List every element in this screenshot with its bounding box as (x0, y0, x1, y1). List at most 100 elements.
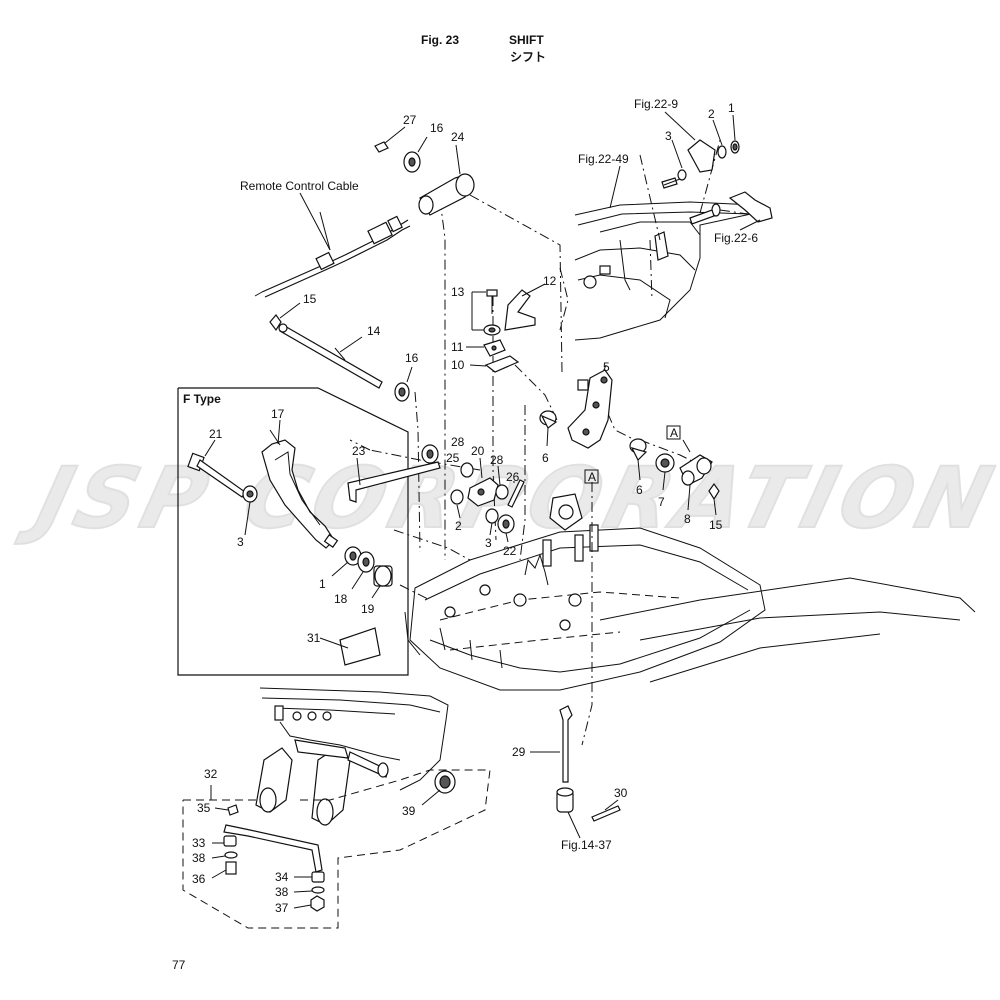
callout-15-right: 15 (709, 518, 723, 532)
callout-11: 11 (451, 340, 464, 354)
part-13-bolt (471, 289, 498, 331)
callout-6-right: 6 (636, 483, 643, 497)
part-25-collar (421, 444, 439, 464)
part-7-gear (655, 453, 675, 491)
part-15-clip-right (708, 482, 720, 516)
part-8-joint (679, 439, 713, 511)
part-12-bracket (504, 283, 546, 331)
part-37-nut (293, 895, 325, 912)
callout-2-mid: 2 (455, 519, 462, 533)
callout-7: 7 (658, 495, 665, 509)
figure-number: Fig. 23 (421, 33, 460, 47)
part-36-bolt (211, 861, 237, 879)
part-31-label (319, 627, 381, 666)
callout-36: 36 (192, 872, 206, 886)
part-link-rod (223, 824, 323, 873)
callout-10: 10 (451, 358, 465, 372)
part-6-bushing-left (539, 410, 558, 447)
callout-16-top: 16 (430, 121, 444, 135)
callout-17: 17 (271, 407, 285, 421)
figure-title-jp: シフト (510, 50, 547, 64)
callout-22: 22 (503, 544, 517, 558)
part-29-shift-rod (530, 705, 573, 783)
part-38-washer-right (293, 886, 325, 894)
callout-31: 31 (307, 631, 321, 645)
callout-14: 14 (367, 324, 381, 338)
marker-a-right-box (666, 425, 681, 440)
part-washer-13 (483, 324, 501, 336)
part-3-washer-ftype (242, 485, 258, 536)
callout-5: 5 (603, 360, 610, 374)
fig22-9-assembly (661, 111, 740, 189)
part-35-pin (214, 804, 239, 816)
callout-38-left: 38 (192, 851, 206, 865)
callout-18: 18 (334, 592, 348, 606)
f-type-frame: F Type (177, 387, 409, 676)
fig22-49-leader (609, 165, 621, 209)
callout-2-top: 2 (708, 107, 715, 121)
ref-fig22-9: Fig.22-9 (634, 97, 678, 111)
callout-3-top: 3 (665, 129, 672, 143)
fig22-6-assembly (689, 191, 773, 231)
figure-title: SHIFT (509, 33, 544, 47)
part-19-collar (371, 565, 393, 599)
callout-28-left: 28 (451, 435, 465, 449)
part-32-kit-outline (182, 769, 491, 929)
callout-39: 39 (402, 804, 416, 818)
part-14-shift-shaft (278, 323, 383, 389)
marker-a-mid: A (588, 470, 596, 484)
part-30-pin (591, 799, 621, 822)
part-28-washers (460, 462, 509, 500)
upper-cowling-frame (574, 201, 761, 341)
callout-38-right: 38 (275, 885, 289, 899)
callout-32: 32 (204, 767, 218, 781)
callout-15-upper: 15 (303, 292, 317, 306)
part-11-plate (466, 339, 506, 357)
part-3-washer-mid (485, 508, 499, 536)
part-16-washer-top (403, 136, 428, 173)
callout-28-right: 28 (490, 453, 504, 467)
callout-30: 30 (614, 786, 628, 800)
callout-12: 12 (543, 274, 557, 288)
callout-23: 23 (352, 444, 366, 458)
callout-34: 34 (275, 870, 289, 884)
assembly-leader-lines (349, 139, 756, 746)
part-26-pin (507, 479, 525, 508)
part-23-rod (347, 457, 441, 503)
ref-fig22-6: Fig.22-6 (714, 231, 758, 245)
part-17-lever (261, 419, 339, 549)
callout-27: 27 (403, 113, 417, 127)
ref-fig14-37: Fig.14-37 (561, 838, 612, 852)
part-2-washer-mid (450, 489, 464, 519)
callout-13: 13 (451, 285, 465, 299)
remote-control-cable-label: Remote Control Cable (240, 179, 359, 193)
ref-fig22-49: Fig.22-49 (578, 152, 629, 166)
callout-8: 8 (684, 512, 691, 526)
part-10-plate (469, 355, 520, 373)
part-27-pin (374, 126, 406, 153)
lower-mount-bracket (404, 493, 976, 691)
page-number: 77 (172, 958, 186, 972)
marker-a-right: A (670, 426, 678, 440)
part-5-shift-arm (567, 364, 613, 449)
callout-29: 29 (512, 745, 526, 759)
part-24-cable-joint (418, 144, 475, 216)
callout-1-ftype: 1 (319, 577, 326, 591)
callout-35: 35 (197, 801, 211, 815)
part-fitting-lower (556, 787, 581, 839)
callout-6-left: 6 (542, 451, 549, 465)
callout-20: 20 (471, 444, 485, 458)
callout-1-top: 1 (728, 101, 735, 115)
callout-37: 37 (275, 901, 289, 915)
callout-21: 21 (209, 427, 223, 441)
part-16-washer-mid (394, 366, 413, 402)
callout-3-mid: 3 (485, 536, 492, 550)
part-38-washer-left (211, 851, 238, 859)
callout-26: 26 (506, 470, 520, 484)
remote-control-cable: Remote Control Cable (240, 179, 411, 298)
part-15-clip-upper (269, 302, 301, 332)
callout-labels: 1 2 3 Fig.22-9 Fig.22-49 Fig.22-6 27 16 … (192, 97, 758, 915)
part-6-bushing-right (629, 438, 648, 481)
f-type-label: F Type (183, 392, 221, 406)
part-22-bushing (497, 514, 515, 543)
